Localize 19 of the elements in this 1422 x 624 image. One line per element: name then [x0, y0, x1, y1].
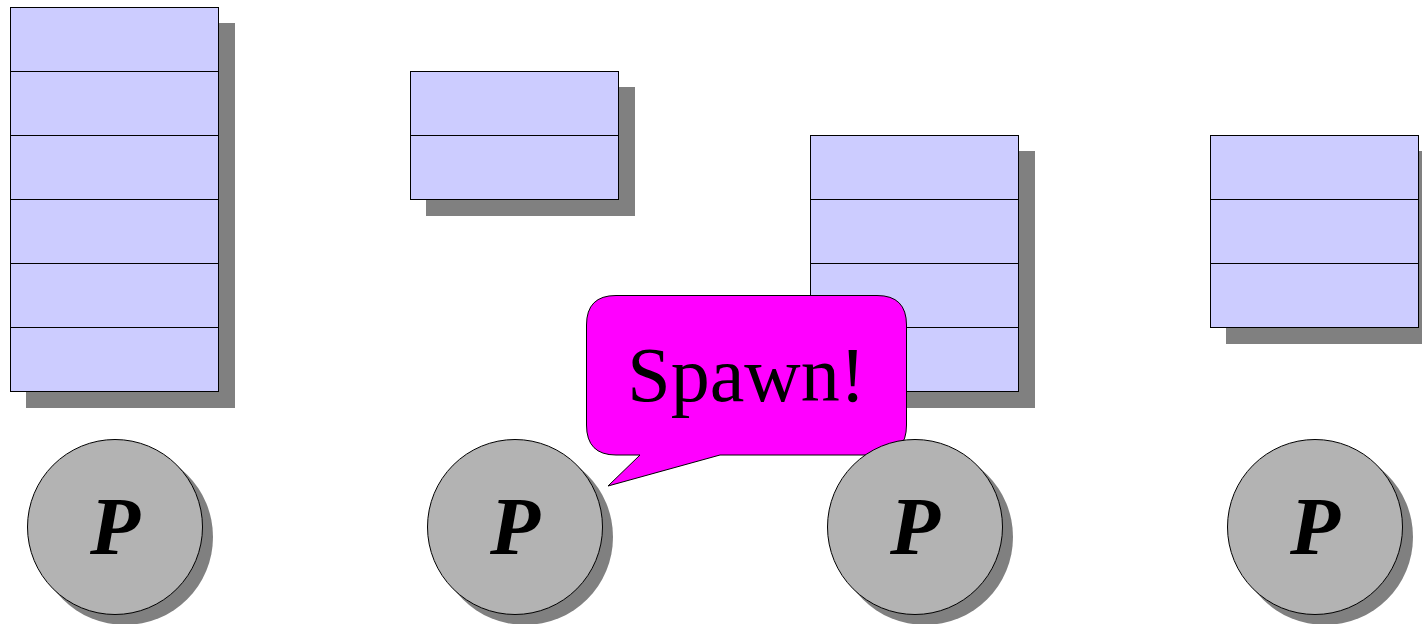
stack-slot [10, 71, 219, 136]
stack-slot [1210, 263, 1419, 328]
process-label: P [889, 486, 941, 568]
process-label: P [489, 486, 541, 568]
stack-slot [1210, 199, 1419, 264]
stack-slot [410, 71, 619, 136]
stack-slot [10, 135, 219, 200]
process-label: P [1289, 486, 1341, 568]
stack-slot [10, 263, 219, 328]
speech-bubble-tooltip [586, 295, 907, 487]
stack-slot [10, 199, 219, 264]
process-label: P [89, 486, 141, 568]
stack-slot [10, 7, 219, 72]
bubble-text: Spawn! [626, 330, 867, 420]
stack-slot [10, 327, 219, 392]
stack-slot [410, 135, 619, 200]
stack-slot [1210, 135, 1419, 200]
stack-slot [810, 199, 1019, 264]
stack-slot [810, 135, 1019, 200]
